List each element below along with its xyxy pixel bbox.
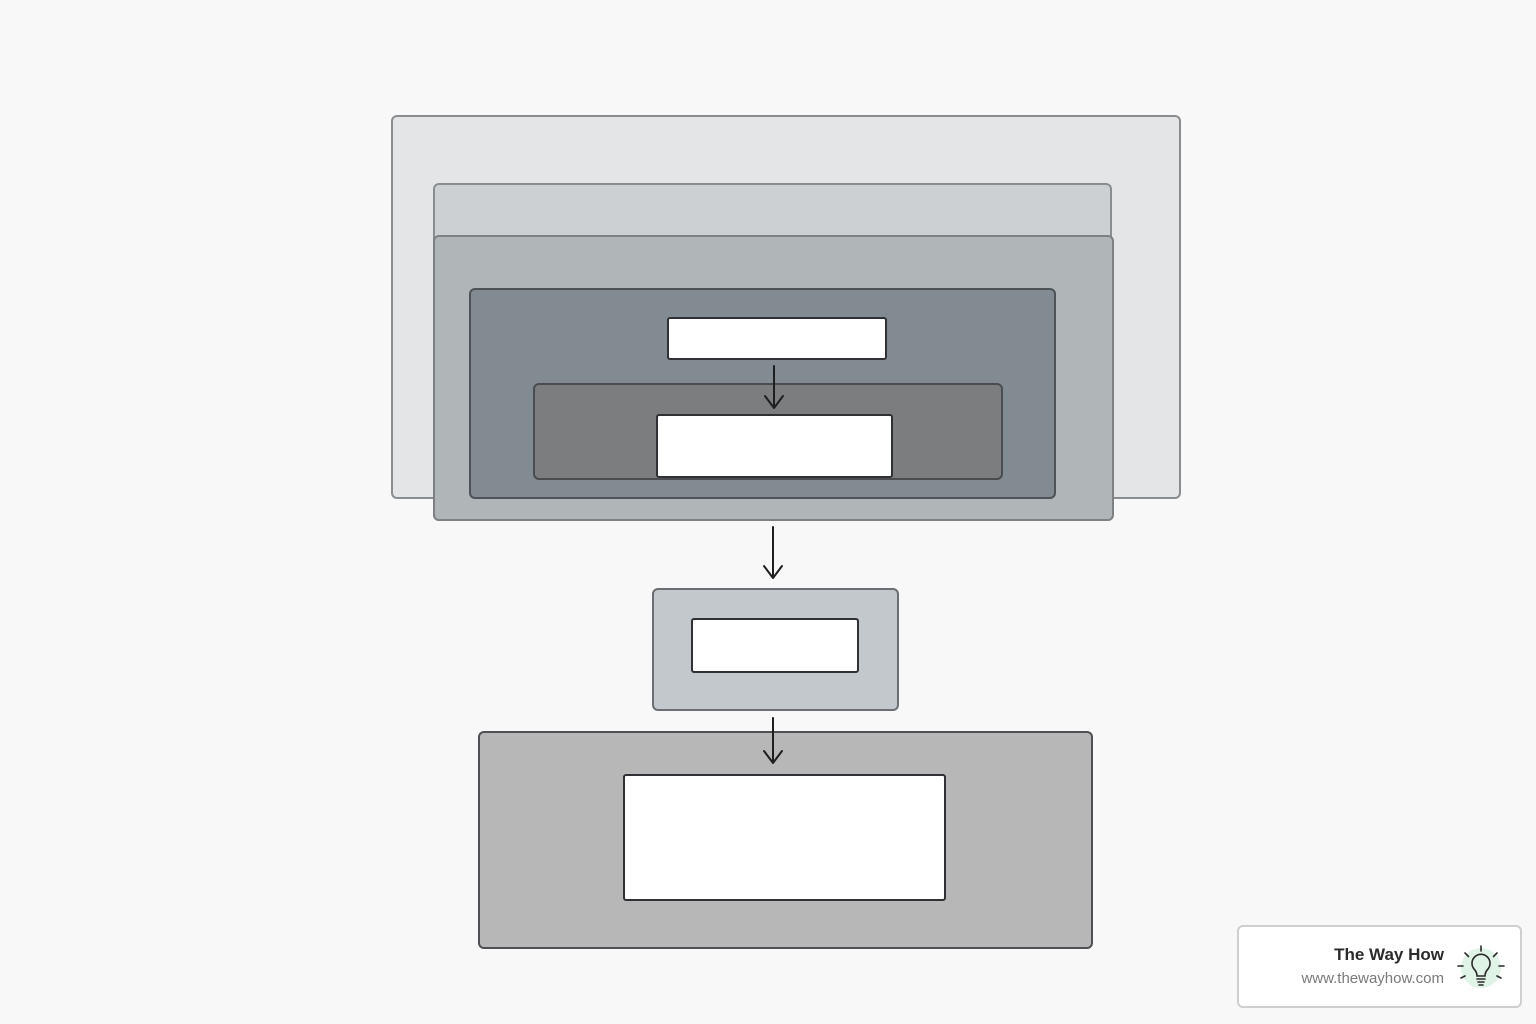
- middle-empty-box: [691, 618, 859, 673]
- lightbulb-icon: [1457, 945, 1505, 988]
- brand-url: www.thewayhow.com: [1301, 970, 1444, 987]
- arrow-layers-to-middle: [763, 526, 783, 579]
- bottom-empty-box: [623, 774, 946, 901]
- top-empty-box: [667, 317, 887, 360]
- brand-watermark: The Way How www.thewayhow.com: [1237, 925, 1522, 1008]
- inner-empty-box: [656, 414, 893, 478]
- brand-name: The Way How: [1334, 945, 1444, 964]
